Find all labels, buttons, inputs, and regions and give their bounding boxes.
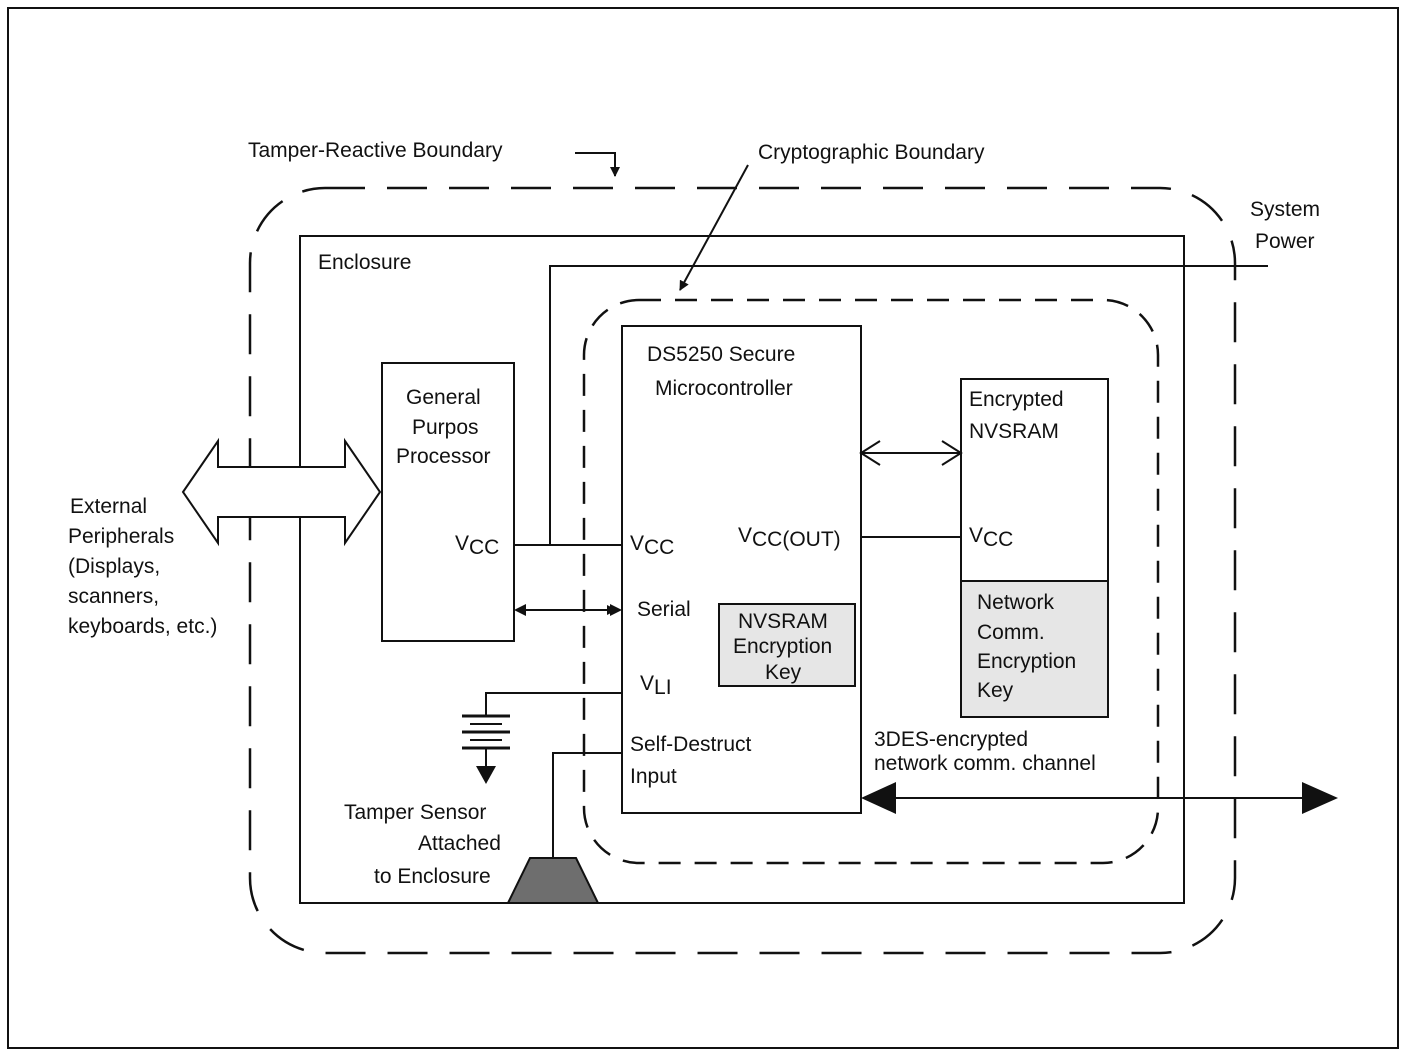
tamper-reactive-boundary: [248, 186, 1237, 955]
system-power-label-1: System: [1250, 198, 1320, 221]
external-label-1: External: [70, 495, 147, 518]
general-purpose-processor: [381, 362, 515, 642]
self-destruct-wire: [552, 752, 622, 858]
key2-label-2: Comm.: [977, 621, 1045, 644]
nvsram-label-1: Encrypted: [969, 388, 1064, 411]
bus-arrow-left: [859, 440, 881, 466]
gpp-label-2: Purpos: [412, 416, 479, 439]
tamper-sensor-label-3: to Enclosure: [374, 865, 491, 888]
enclosure-box: [299, 235, 1185, 904]
tamper-sensor-label-1: Tamper Sensor: [344, 801, 486, 824]
key2-label-4: Key: [977, 679, 1014, 702]
system-power-label-2: Power: [1255, 230, 1315, 253]
serial-arrow-left: [514, 604, 526, 616]
gpp-vcc-label: VCC: [455, 532, 499, 559]
tamper-sensor-label-2: Attached: [418, 832, 501, 855]
enclosure-label: Enclosure: [318, 251, 411, 274]
key2-label-3: Encryption: [977, 650, 1076, 673]
external-label-4: scanners,: [68, 585, 159, 608]
key1-label-3: Key: [765, 661, 802, 684]
key1-label-2: Encryption: [733, 635, 832, 658]
mcu-serial-label: Serial: [637, 598, 691, 621]
external-label-5: keyboards, etc.): [68, 615, 217, 638]
external-label-3: (Displays,: [68, 555, 160, 578]
mcu-vcc-label: VCC: [630, 532, 674, 559]
key1-label-1: NVSRAM: [738, 610, 828, 633]
vli-wire: [485, 692, 622, 716]
nvsram-label-2: NVSRAM: [969, 420, 1059, 443]
gpp-label-3: Processor: [396, 445, 491, 468]
serial-arrow-right: [610, 604, 622, 616]
bus-arrow-right: [941, 440, 963, 466]
mcu-self-destruct-label-2: Input: [630, 765, 677, 788]
crypto-boundary-pointer: [679, 164, 749, 291]
channel-label-1: 3DES-encrypted: [874, 728, 1028, 751]
mcu-label-2: Microcontroller: [655, 377, 793, 400]
battery-symbol: [462, 714, 510, 784]
gpp-label-1: General: [406, 386, 481, 409]
external-io-double-arrow: [181, 437, 382, 547]
mcu-vli-label: VLI: [640, 672, 672, 699]
tamper-boundary-label: Tamper-Reactive Boundary: [248, 139, 503, 162]
channel-label-2: network comm. channel: [874, 752, 1096, 775]
network-arrow-left: [861, 782, 896, 814]
system-power-line: [549, 265, 1268, 545]
nvsram-vcc-label: VCC: [969, 524, 1013, 551]
page-frame: [7, 7, 1399, 1049]
nvsram-encryption-key-box: [718, 603, 856, 687]
cryptographic-boundary: [582, 298, 1160, 865]
crypto-boundary-label: Cryptographic Boundary: [758, 141, 985, 164]
external-label-2: Peripherals: [68, 525, 174, 548]
mcu-label-1: DS5250 Secure: [647, 343, 795, 366]
key2-label-1: Network: [977, 591, 1055, 614]
mcu-vccout-label: VCC(OUT): [738, 524, 841, 551]
network-comm-key-box: [960, 580, 1109, 718]
mcu-self-destruct-label-1: Self-Destruct: [630, 733, 752, 756]
tamper-sensor: [506, 857, 600, 904]
tamper-boundary-pointer: [575, 152, 620, 177]
network-arrow-right: [1302, 782, 1338, 814]
ds5250-microcontroller: [621, 325, 862, 814]
